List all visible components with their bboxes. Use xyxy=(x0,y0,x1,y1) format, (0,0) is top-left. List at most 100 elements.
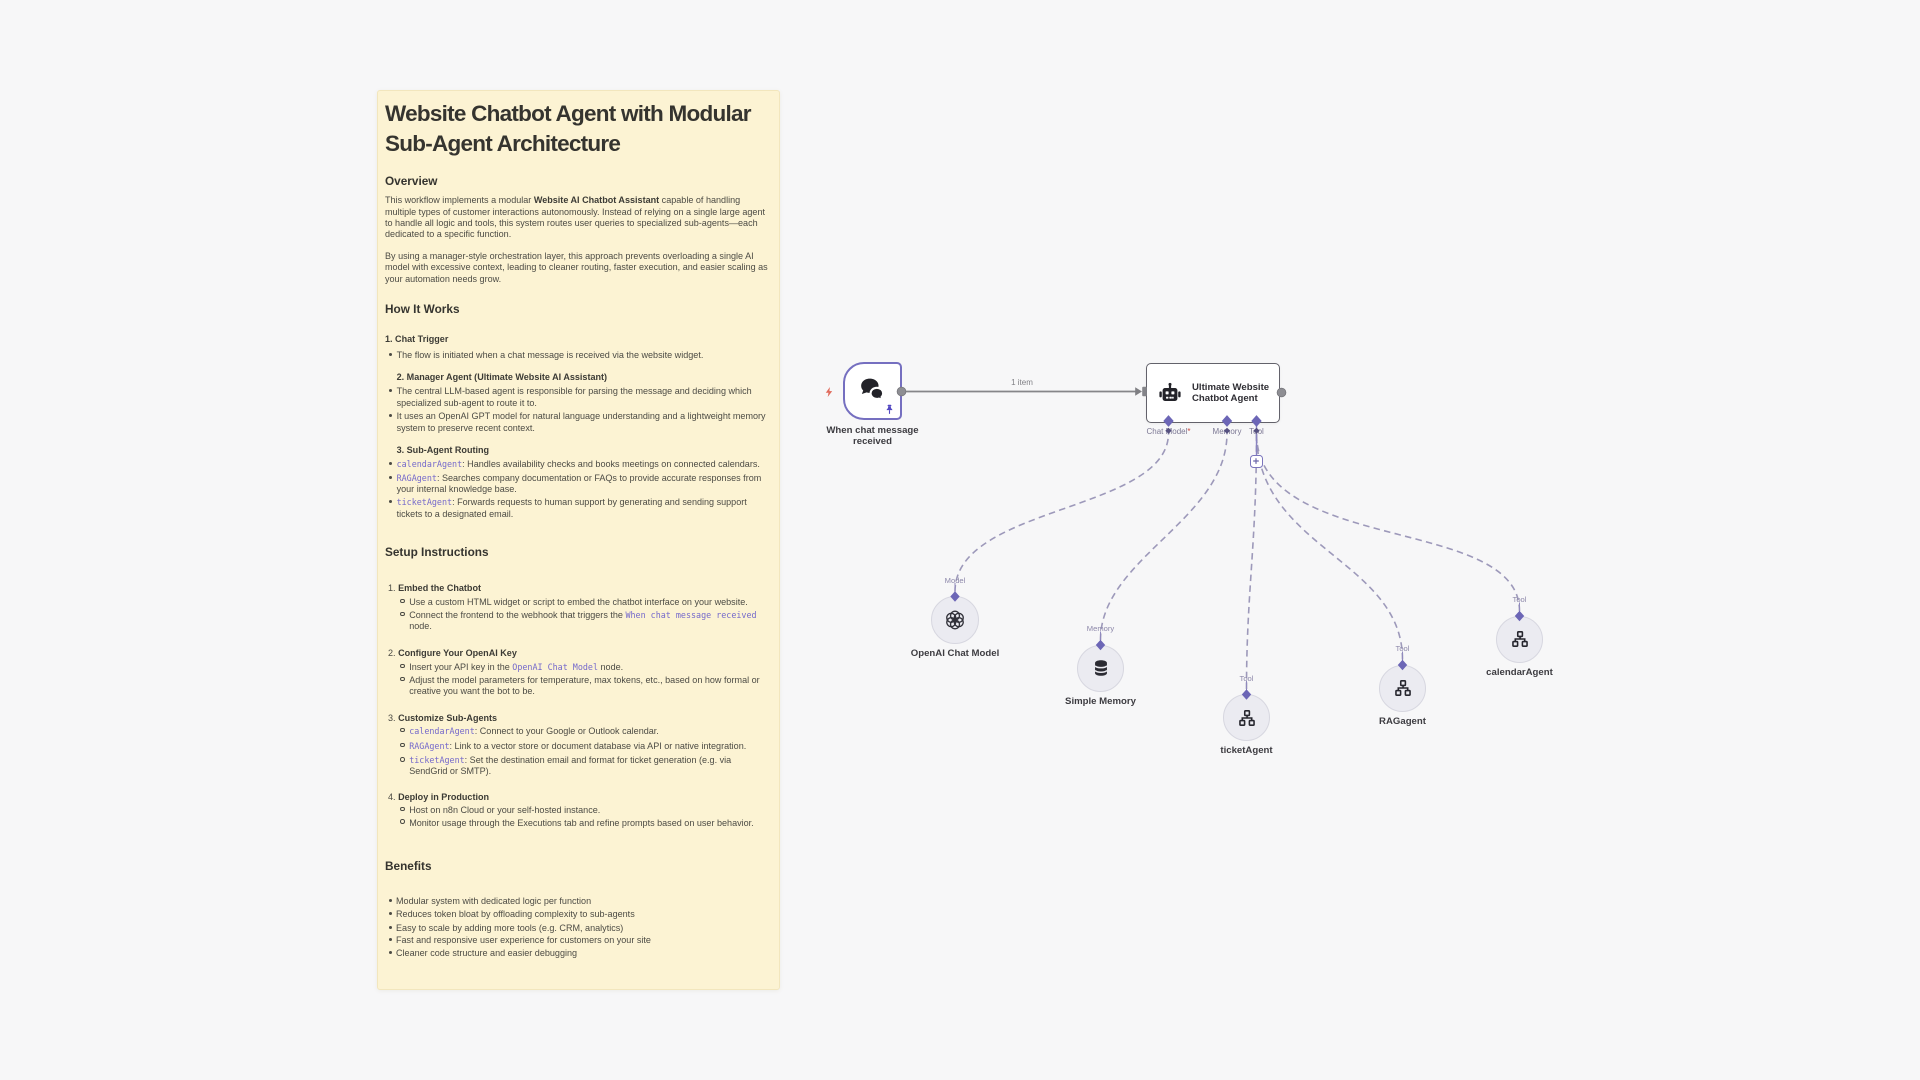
icon-shape xyxy=(1168,382,1172,386)
bold-text: Configure Your OpenAI Key xyxy=(398,648,517,659)
subnode-ticket-agent[interactable] xyxy=(1223,694,1270,741)
icon-shape xyxy=(1513,636,1526,642)
bullet-marker xyxy=(389,414,393,418)
sticky-line: Host on n8n Cloud or your self-hosted in… xyxy=(409,804,601,815)
sticky-line: system to preserve recent context. xyxy=(396,422,535,433)
sticky-line: ticketAgent: Set the destination email a… xyxy=(409,755,732,766)
icon-shape xyxy=(1394,689,1401,696)
sticky-line: 2. Configure Your OpenAI Key xyxy=(388,648,517,659)
sticky-line: 3. Sub-Agent Routing xyxy=(396,444,490,455)
sticky-line: 3. Customize Sub-Agents xyxy=(388,713,498,724)
bullet-marker xyxy=(400,757,405,762)
inline-code: RAGAgent xyxy=(409,740,450,751)
sticky-line: node. xyxy=(409,621,432,632)
inline-code: calendarAgent xyxy=(396,458,463,469)
icon-shape xyxy=(1243,709,1250,716)
network-icon xyxy=(1238,709,1255,726)
bullet-marker xyxy=(388,951,392,955)
sticky-line: It uses an OpenAI GPT model for natural … xyxy=(396,411,766,422)
sticky-line: The central LLM-based agent is responsib… xyxy=(396,386,752,397)
sticky-line: 2. Manager Agent (Ultimate Website AI As… xyxy=(396,372,608,383)
sticky-line: your automation needs grow. xyxy=(385,273,502,284)
database-icon xyxy=(1094,660,1107,676)
required-asterisk: * xyxy=(1187,426,1191,436)
sub-connection-wire[interactable] xyxy=(954,432,1170,592)
network-icon xyxy=(1394,680,1411,696)
sticky-line: Sub-Agent Architecture xyxy=(385,131,621,157)
node-ultimate-website-chatbot-agent[interactable] xyxy=(1146,363,1280,423)
bullet-marker xyxy=(400,727,405,733)
icon-shape xyxy=(1253,458,1260,465)
sticky-line: Website Chatbot Agent with Modular xyxy=(385,100,751,126)
subnode-simple-memory[interactable] xyxy=(1077,644,1124,692)
robot-icon xyxy=(1159,382,1181,401)
subnode-caption: calendarAgent xyxy=(1486,666,1553,678)
bullet-marker xyxy=(388,925,392,929)
inline-code: ticketAgent xyxy=(409,755,465,766)
sticky-line: to handle all logic and tools, this syst… xyxy=(385,218,758,228)
bolt-icon xyxy=(825,386,832,397)
inline-code: ticketAgent xyxy=(396,497,453,508)
bullet-marker xyxy=(400,806,405,811)
icon-shape xyxy=(1521,640,1528,647)
trigger-label-line1: When chat message xyxy=(826,424,919,436)
bold-text: Website AI Chatbot Assistant xyxy=(533,195,660,206)
icon-shape xyxy=(1396,685,1409,691)
icon-shape xyxy=(1178,391,1181,398)
icon-shape xyxy=(1094,665,1107,669)
inline-code: OpenAI Chat Model xyxy=(512,661,598,672)
agent-port-label: Chat Model* xyxy=(1146,426,1191,436)
icon-shape xyxy=(1238,719,1245,726)
subnode-openai-chat-model[interactable] xyxy=(931,596,979,644)
icon-shape xyxy=(1159,391,1162,398)
chat-icon xyxy=(861,378,885,402)
sticky-line: How It Works xyxy=(385,302,460,317)
sticky-line: By using a manager-style orchestration l… xyxy=(385,250,754,261)
sticky-line: Setup Instructions xyxy=(385,544,489,559)
bullet-marker xyxy=(400,676,405,682)
sticky-line: Insert your API key in the OpenAI Chat M… xyxy=(409,661,624,672)
subnode-calendar-agent[interactable] xyxy=(1496,615,1543,663)
sticky-line: tickets to a designated email. xyxy=(396,508,514,519)
bullet-marker xyxy=(388,912,392,916)
subnode-port-label: Model xyxy=(944,575,966,585)
sticky-line: model with excessive context, leading to… xyxy=(385,262,768,273)
subnode-port-label: Memory xyxy=(1086,624,1115,634)
sticky-line: calendarAgent: Connect to your Google or… xyxy=(409,725,659,736)
icon-shape xyxy=(1172,396,1174,399)
bullet-marker xyxy=(400,663,405,668)
sticky-line: Overview xyxy=(385,174,438,188)
add-tool-button[interactable] xyxy=(1249,455,1264,468)
subnode-caption: Simple Memory xyxy=(1065,695,1136,707)
bullet-marker xyxy=(389,461,393,465)
pin-icon xyxy=(886,404,892,414)
sticky-line: 1. Embed the Chatbot xyxy=(388,583,481,594)
sticky-line: calendarAgent: Handles availability chec… xyxy=(396,458,760,469)
sub-connection-wire[interactable] xyxy=(1245,432,1258,690)
connection-items-label: 1 item xyxy=(1011,377,1033,387)
sticky-line: RAGAgent: Searches company documentation… xyxy=(396,472,762,483)
icon-shape xyxy=(825,386,832,397)
sub-connection-wire[interactable] xyxy=(1099,432,1228,641)
sticky-line: multiple types of customer interactions … xyxy=(385,206,766,217)
node-when-chat-message-received[interactable] xyxy=(843,362,902,421)
sub-connection-wire[interactable] xyxy=(1255,432,1404,660)
sticky-line: 1. Chat Trigger xyxy=(385,333,449,344)
icon-shape xyxy=(1248,719,1255,726)
subnode-rag-agent[interactable] xyxy=(1379,664,1426,712)
icon-shape xyxy=(1511,640,1518,647)
agent-port-label: Tool xyxy=(1249,426,1264,436)
sticky-line: The flow is initiated when a chat messag… xyxy=(396,350,704,361)
agent-port-label: Memory xyxy=(1212,426,1242,436)
bold-text: Customize Sub-Agents xyxy=(398,713,498,724)
bullet-marker xyxy=(400,742,405,748)
bullet-marker xyxy=(400,611,405,617)
icon-shape xyxy=(1516,631,1523,638)
sticky-line: dedicated to a specific function. xyxy=(385,229,512,240)
sub-connection-wire[interactable] xyxy=(1255,432,1521,612)
